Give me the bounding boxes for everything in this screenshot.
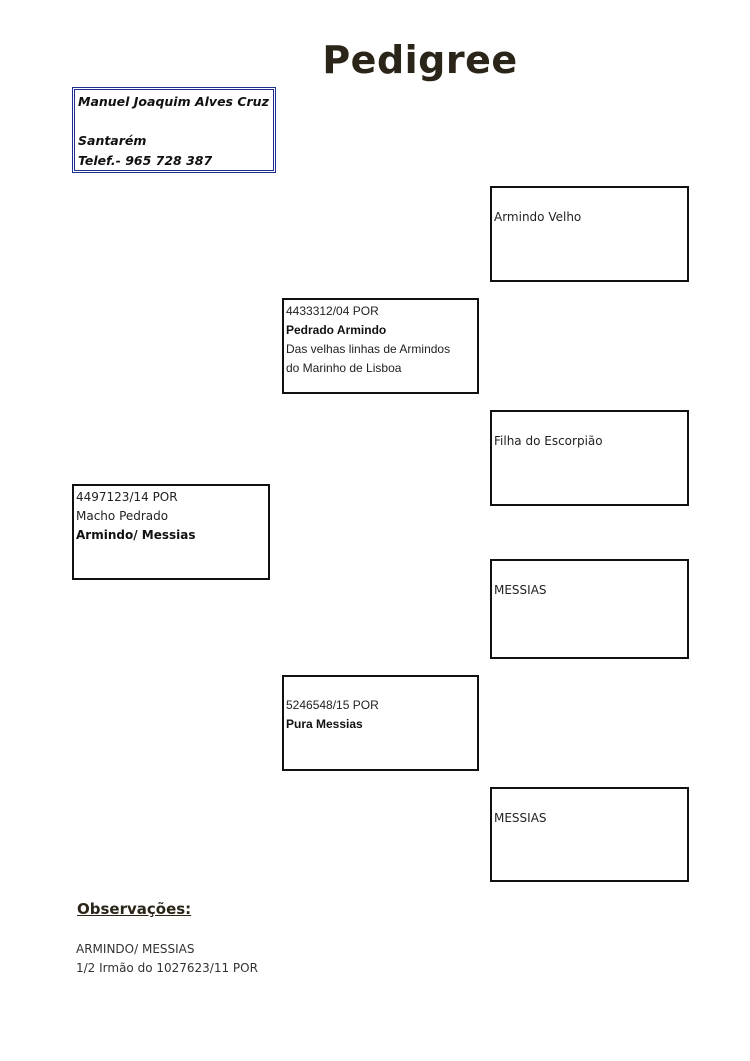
sire-sire-name: Armindo Velho [494,210,582,224]
subject-ring: 4497123/14 POR [76,490,178,504]
observations-line-2: 1/2 Irmão do 1027623/11 POR [76,961,258,975]
sire-sire-box: Armindo Velho [490,186,689,282]
owner-info-box: Manuel Joaquim Alves Cruz Santarém Telef… [72,87,276,173]
dam-box: 5246548/15 POR Pura Messias [282,675,479,771]
subject-box: 4497123/14 POR Macho Pedrado Armindo/ Me… [72,484,270,580]
owner-city: Santarém [78,133,147,148]
owner-phone: Telef.- 965 728 387 [78,152,213,168]
owner-spacer [78,112,270,132]
sire-dam-box: Filha do Escorpião [490,410,689,506]
sire-ring: 4433312/04 POR [286,304,379,318]
sire-dam-name: Filha do Escorpião [494,434,603,448]
observations-line-1: ARMINDO/ MESSIAS [76,942,195,956]
sire-note-line-1: Das velhas linhas de Armindos [286,342,451,356]
page-title: Pedigree [322,38,518,82]
dam-dam-box: MESSIAS [490,787,689,882]
dam-sire-box: MESSIAS [490,559,689,659]
dam-dam-name: MESSIAS [494,811,547,825]
observations-text: ARMINDO/ MESSIAS 1/2 Irmão do 1027623/11… [76,940,258,978]
dam-name: Pura Messias [286,717,363,731]
dam-sire-name: MESSIAS [494,583,547,597]
sire-box: 4433312/04 POR Pedrado Armindo Das velha… [282,298,479,394]
sire-name: Pedrado Armindo [286,323,387,337]
observations-heading: Observações: [77,900,192,918]
owner-name: Manuel Joaquim Alves Cruz [78,94,269,109]
dam-ring: 5246548/15 POR [286,698,379,712]
subject-name: Macho Pedrado [76,509,169,523]
subject-line: Armindo/ Messias [76,528,196,542]
sire-note-line-2: do Marinho de Lisboa [286,361,402,375]
